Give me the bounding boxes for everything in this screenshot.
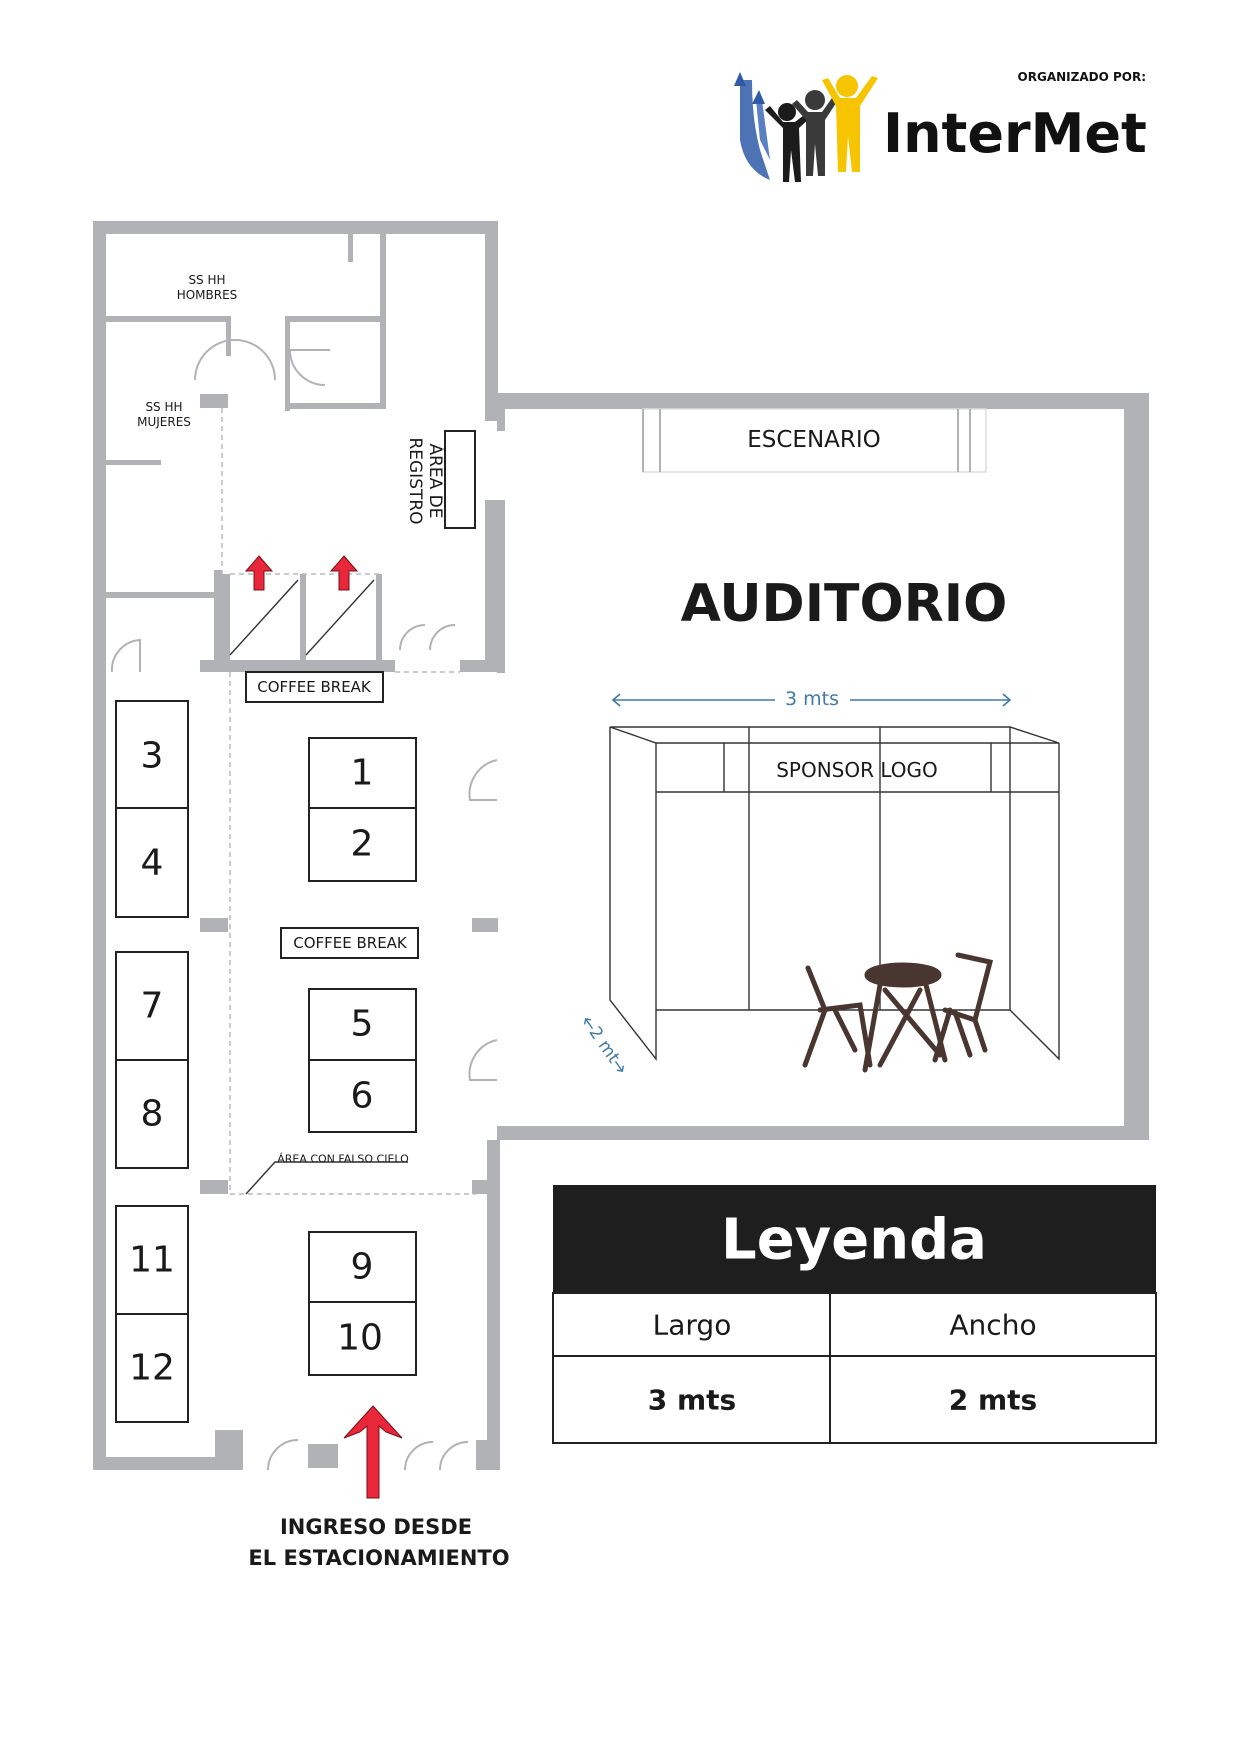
booth-6[interactable]: 6 — [308, 1059, 417, 1133]
stage: ESCENARIO — [642, 408, 987, 473]
svg-text:ÁREA DE: ÁREA DE — [425, 443, 447, 518]
booth-10[interactable]: 10 — [308, 1301, 417, 1376]
stage-label: ESCENARIO — [747, 427, 881, 453]
organized-by-label: ORGANIZADO POR: — [1018, 70, 1146, 84]
svg-text:4: 4 — [141, 843, 164, 884]
entrance-label-line-2: EL ESTACIONAMIENTO — [248, 1546, 509, 1570]
svg-text:10: 10 — [337, 1318, 383, 1359]
logo-people-icon — [765, 75, 878, 182]
legend-value-width: 2 mts — [949, 1384, 1037, 1417]
svg-text:6: 6 — [351, 1076, 374, 1117]
svg-text:7: 7 — [141, 986, 164, 1027]
svg-text:HOMBRES: HOMBRES — [177, 288, 238, 302]
legend-header-length: Largo — [653, 1309, 732, 1342]
svg-text:COFFEE BREAK: COFFEE BREAK — [293, 934, 408, 952]
svg-text:12: 12 — [129, 1348, 175, 1389]
booth-12[interactable]: 12 — [115, 1313, 189, 1423]
registration-desk — [444, 430, 476, 529]
svg-text:SS HH: SS HH — [145, 400, 182, 414]
booth-7[interactable]: 7 — [115, 951, 189, 1061]
room-women-restroom: SS HH MUJERES — [137, 400, 191, 429]
intermet-logo: InterMet — [734, 72, 1147, 182]
sponsor-logo-label: SPONSOR LOGO — [776, 758, 938, 782]
auditorium-walls — [497, 393, 1149, 1140]
depth-label: 2 mt — [584, 1023, 623, 1067]
false-ceiling-label: ÁREA CON FALSO CIELO — [277, 1153, 409, 1166]
svg-text:8: 8 — [141, 1094, 164, 1135]
width-label: 3 mts — [785, 688, 839, 710]
legend-value-length: 3 mts — [648, 1384, 736, 1417]
left-building-walls — [93, 221, 500, 1471]
booth-5[interactable]: 5 — [308, 988, 417, 1061]
arrow-up-icon — [329, 555, 359, 591]
booth-illustration: 3 mts SPONSOR LOGO 2 mt — [583, 688, 1060, 1073]
auditorium-label: AUDITORIO — [681, 574, 1008, 634]
svg-text:5: 5 — [351, 1004, 374, 1045]
svg-text:11: 11 — [129, 1240, 175, 1281]
logo-text: InterMet — [883, 102, 1147, 165]
legend-header-width: Ancho — [949, 1309, 1036, 1342]
booth-1[interactable]: 1 — [308, 737, 417, 809]
width-dimension-arrow — [611, 693, 1012, 707]
room-men-restroom: SS HH HOMBRES — [177, 273, 238, 302]
booth-11[interactable]: 11 — [115, 1205, 189, 1315]
entrance-label-line-1: INGRESO DESDE — [280, 1515, 472, 1539]
booth-8[interactable]: 8 — [115, 1059, 189, 1169]
svg-text:9: 9 — [351, 1247, 374, 1288]
legend-table: Leyenda Largo Ancho 3 mts 2 mts — [552, 1185, 1157, 1444]
svg-text:1: 1 — [351, 753, 374, 794]
legend-title: Leyenda — [721, 1208, 987, 1273]
svg-text:COFFEE BREAK: COFFEE BREAK — [257, 678, 372, 696]
booth-9[interactable]: 9 — [308, 1231, 417, 1303]
entrance-arrow-icon — [343, 1405, 403, 1499]
booth-2[interactable]: 2 — [308, 807, 417, 882]
svg-text:SS HH: SS HH — [188, 273, 225, 287]
svg-text:2: 2 — [351, 824, 374, 865]
booth-3[interactable]: 3 — [115, 700, 189, 809]
booth-4[interactable]: 4 — [115, 807, 189, 918]
coffee-break-area-1: COFFEE BREAK — [245, 671, 384, 703]
svg-text:MUJERES: MUJERES — [137, 415, 191, 429]
svg-text:3: 3 — [141, 736, 164, 777]
registration-area: ÁREA DE REGISTRO — [405, 430, 476, 529]
svg-text:REGISTRO: REGISTRO — [405, 437, 425, 524]
table-chairs-icon — [802, 952, 994, 1073]
logo-arrow-icon — [740, 80, 770, 180]
arrow-up-icon — [244, 555, 274, 591]
coffee-break-area-2: COFFEE BREAK — [280, 927, 419, 959]
